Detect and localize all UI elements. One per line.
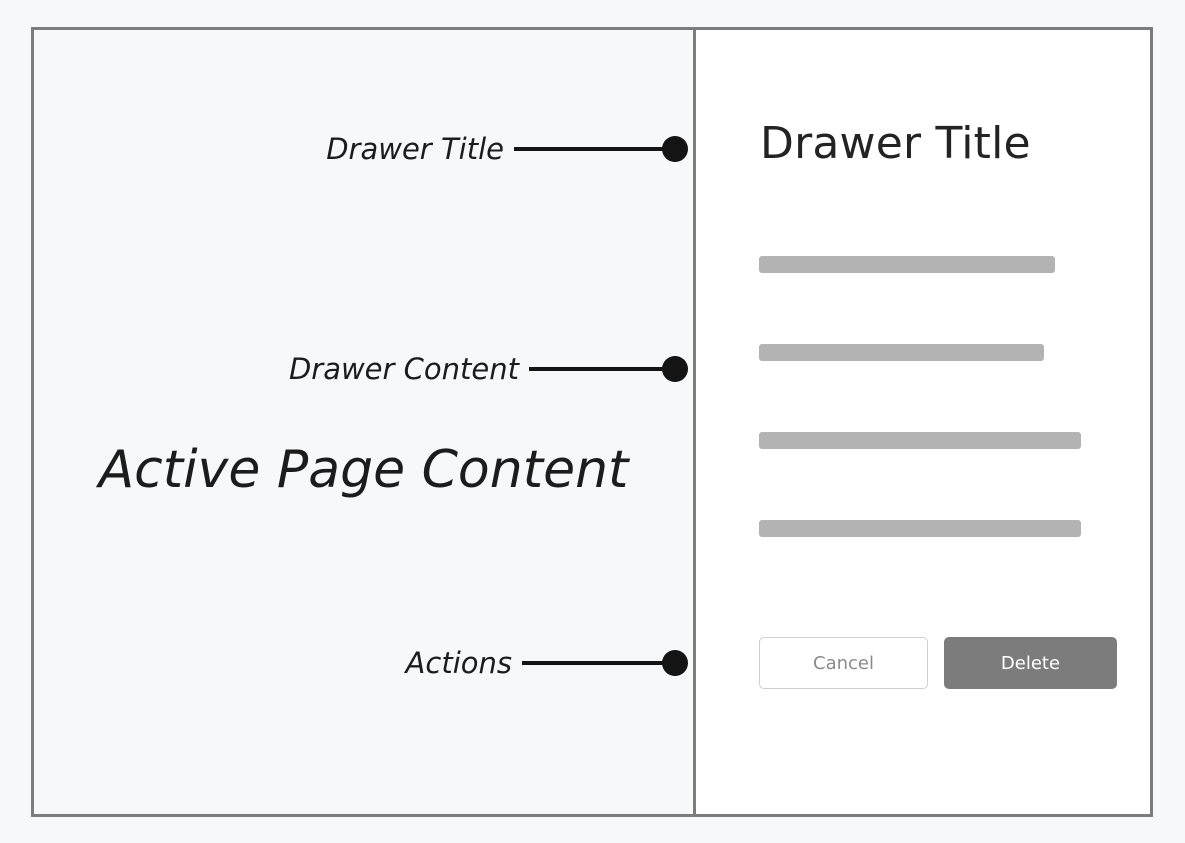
leader-line-icon xyxy=(529,367,664,371)
drawer-actions: Cancel Delete xyxy=(759,637,1117,689)
annotation-label-drawer-content: Drawer Content xyxy=(288,351,519,386)
placeholder-bar xyxy=(759,520,1081,537)
drawer-title: Drawer Title xyxy=(760,118,1031,169)
active-page-pane: Active Page Content Drawer Title Drawer … xyxy=(34,30,693,814)
leader-dot-icon xyxy=(662,650,688,676)
placeholder-bar xyxy=(759,344,1044,361)
leader-dot-icon xyxy=(662,136,688,162)
leader-line-icon xyxy=(522,661,664,665)
drawer-pane: Drawer Title Cancel Delete xyxy=(696,30,1150,814)
leader-line-icon xyxy=(514,147,664,151)
leader-dot-icon xyxy=(662,356,688,382)
annotation-label-actions: Actions xyxy=(405,645,512,680)
cancel-button[interactable]: Cancel xyxy=(759,637,928,689)
placeholder-bar xyxy=(759,256,1055,273)
active-page-label: Active Page Content xyxy=(98,440,629,500)
annotation-label-drawer-title: Drawer Title xyxy=(326,131,504,166)
drawer-content-placeholders xyxy=(759,256,1159,608)
placeholder-bar xyxy=(759,432,1081,449)
app-frame: Active Page Content Drawer Title Drawer … xyxy=(31,27,1153,817)
pane-divider xyxy=(693,30,696,814)
delete-button[interactable]: Delete xyxy=(944,637,1117,689)
